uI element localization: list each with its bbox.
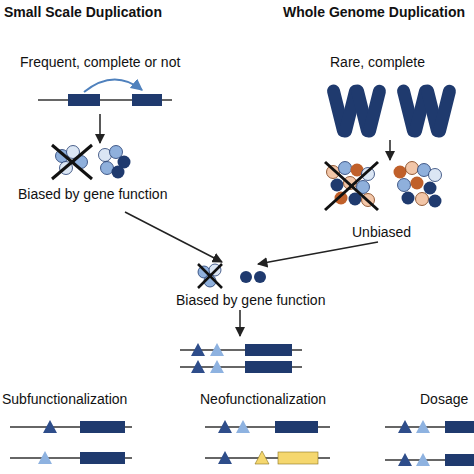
protein-circle <box>394 166 407 179</box>
regulatory-element <box>416 453 430 466</box>
protein-circle <box>254 271 266 283</box>
regulatory-element <box>210 343 224 356</box>
gene-block <box>80 421 125 433</box>
regulatory-element <box>43 420 57 433</box>
protein-circle <box>112 166 125 179</box>
protein-circle <box>331 179 344 192</box>
regulatory-element <box>398 453 412 466</box>
chromatid <box>432 83 458 139</box>
regulatory-element <box>38 451 52 464</box>
protein-circle <box>416 193 429 206</box>
flow-arrow <box>389 140 391 160</box>
outcome-label: Neofunctionalization <box>200 391 326 407</box>
duplication-arc <box>84 79 142 92</box>
regulatory-element <box>255 451 269 464</box>
gene-block <box>445 421 474 433</box>
gene-block <box>275 421 318 433</box>
outcome-label: Dosage <box>420 391 468 407</box>
protein-circle <box>398 179 411 192</box>
cross-mark <box>198 264 222 288</box>
regulatory-element <box>398 420 412 433</box>
protein-circle <box>240 271 252 283</box>
annotation-text: Unbiased <box>352 224 411 240</box>
regulatory-element <box>218 420 232 433</box>
annotation-text: Biased by gene function <box>176 292 325 308</box>
gene-block <box>132 94 162 106</box>
annotation-text: Rare, complete <box>330 54 425 70</box>
regulatory-element <box>191 343 205 356</box>
regulatory-element <box>416 420 430 433</box>
flow-arrow <box>239 310 241 336</box>
annotation-text: Frequent, complete or not <box>20 54 180 70</box>
cross-mark <box>52 145 92 179</box>
chromatid <box>362 83 388 139</box>
outcome-label: Subfunctionalization <box>2 391 127 407</box>
flow-arrow <box>125 212 222 262</box>
regulatory-element <box>218 451 232 464</box>
column-heading: Small Scale Duplication <box>4 4 162 20</box>
regulatory-element <box>191 360 205 373</box>
gene-block <box>245 344 292 356</box>
regulatory-element <box>236 420 250 433</box>
cross-mark <box>325 162 378 210</box>
flow-arrow <box>258 242 378 264</box>
flow-arrow <box>99 114 101 143</box>
column-heading: Whole Genome Duplication <box>283 4 465 20</box>
annotation-text: Biased by gene function <box>18 186 167 202</box>
regulatory-element <box>210 360 224 373</box>
protein-circle <box>429 195 442 208</box>
gene-block <box>445 454 474 466</box>
gene-block <box>68 94 100 106</box>
gene-block <box>278 452 318 464</box>
cross-mark <box>325 162 378 210</box>
protein-circle <box>402 192 415 205</box>
cross-mark <box>52 145 92 179</box>
protein-circle <box>429 169 442 182</box>
protein-circle <box>406 162 419 175</box>
protein-circle <box>411 177 424 190</box>
gene-block <box>80 452 125 464</box>
protein-circle <box>424 182 437 195</box>
protein-circle <box>339 162 352 175</box>
gene-block <box>245 361 292 373</box>
cross-mark <box>198 264 222 288</box>
